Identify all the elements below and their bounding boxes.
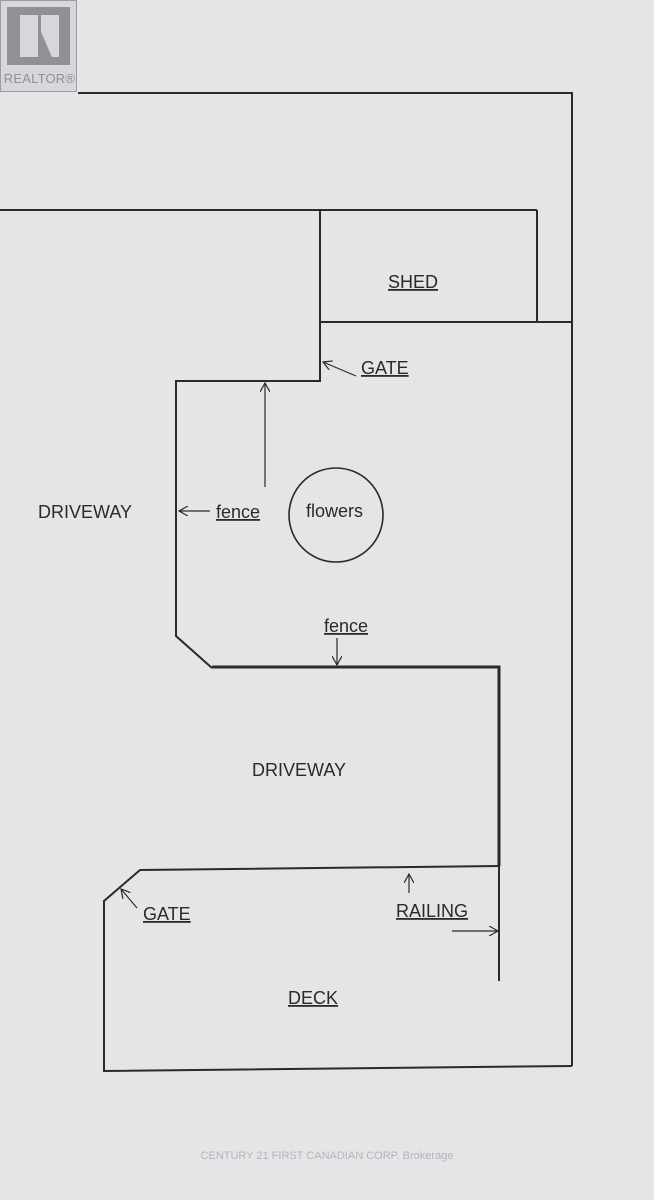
driveway-left-label: DRIVEWAY (38, 502, 132, 522)
brokerage-watermark: CENTURY 21 FIRST CANADIAN CORP. Brokerag… (200, 1150, 454, 1162)
realtor-logo-text: REALTOR® (3, 71, 76, 86)
property-boundary-line (78, 92, 573, 1066)
deck-label: DECK (288, 988, 338, 1008)
realtor-logo: REALTOR® (0, 0, 77, 92)
railing-label: RAILING (396, 901, 468, 921)
gate-top-label: GATE (361, 358, 409, 378)
realtor-mark-icon (7, 7, 70, 65)
gate-bottom-label: GATE (143, 904, 191, 924)
fence-heavy-line (212, 665, 501, 866)
shed-outline (319, 210, 538, 323)
fence-middle-label: fence (324, 616, 368, 636)
driveway-middle-label: DRIVEWAY (252, 760, 346, 780)
flowers-bed (288, 467, 384, 563)
flowers-label: flowers (306, 501, 363, 521)
yard-fence-line (175, 322, 321, 669)
deck-outline (103, 865, 573, 1073)
fence-left-label: fence (216, 502, 260, 522)
gate-top-arrow (323, 362, 357, 377)
shed-label: SHED (388, 272, 438, 292)
gate-bottom-arrow (121, 889, 138, 909)
